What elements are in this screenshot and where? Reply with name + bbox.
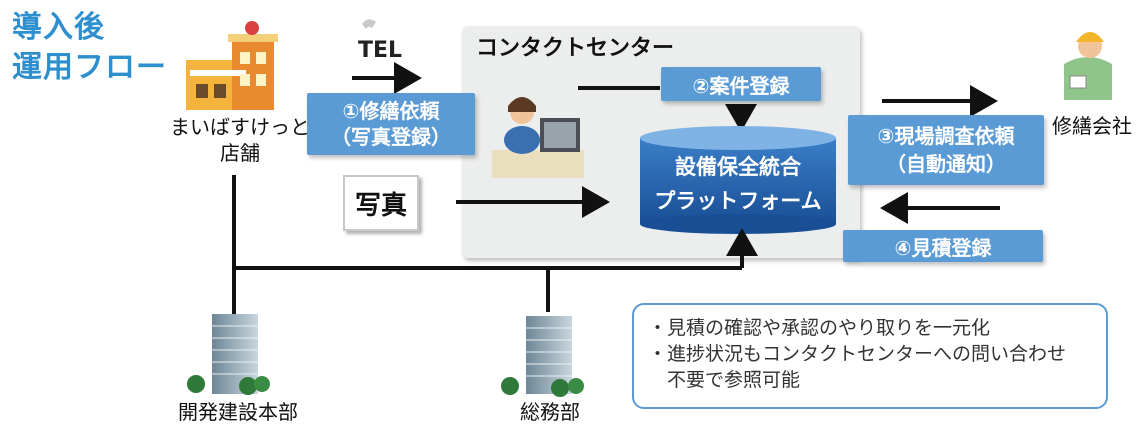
shop-building-icon: [186, 21, 278, 110]
step-3-line-2: （自動通知）: [886, 152, 1006, 176]
photo-box: 写真: [343, 175, 419, 231]
step-1-line-2: （写真登録）: [331, 125, 451, 149]
platform-database-icon: [640, 126, 836, 234]
contact-center-title: コンタクトセンター: [476, 36, 675, 61]
platform-label: 設備保全統合 プラットフォーム: [640, 150, 836, 218]
tel-label: TEL: [358, 38, 403, 63]
diagram-title: 導入後 運用フロー: [12, 8, 167, 88]
step-3-line-1: ③現場調査依頼: [877, 124, 1015, 148]
step-4-estimate-registration: ④見積登録: [843, 230, 1043, 262]
step-1-repair-request: ①修繕依頼 （写真登録）: [307, 93, 475, 155]
repair-worker-icon: [1064, 32, 1112, 100]
platform-label-line-1: 設備保全統合: [675, 155, 801, 179]
general-affairs-label: 総務部: [520, 400, 580, 424]
phone-icon: [362, 19, 376, 29]
operator-icon: [492, 97, 584, 178]
shop-label: まいばすけっと 店舗: [158, 114, 322, 166]
shop-label-line-1: まいばすけっと: [170, 115, 310, 139]
title-line-1: 導入後: [12, 10, 105, 45]
step-3-site-survey-request: ③現場調査依頼 （自動通知）: [848, 115, 1044, 185]
note-line-3: 不要で参照可能: [648, 369, 801, 391]
platform-label-line-2: プラットフォーム: [654, 189, 822, 213]
general-affairs-building-icon: [501, 316, 584, 397]
note-line-1: ・見積の確認や承認のやり取りを一元化: [648, 317, 991, 339]
hq-building-icon: [187, 314, 270, 395]
benefits-note: ・見積の確認や承認のやり取りを一元化 ・進捗状況もコンタクトセンターへの問い合わ…: [632, 303, 1108, 409]
hq-label: 開発建設本部: [178, 400, 298, 424]
step-2-case-registration: ②案件登録: [661, 67, 821, 101]
note-line-2: ・進捗状況もコンタクトセンターへの問い合わせ: [648, 343, 1067, 365]
step-1-line-1: ①修繕依頼: [342, 99, 440, 123]
repair-company-label: 修繕会社: [1052, 114, 1132, 138]
title-line-2: 運用フロー: [12, 50, 167, 85]
shop-label-line-2: 店舗: [220, 141, 260, 165]
